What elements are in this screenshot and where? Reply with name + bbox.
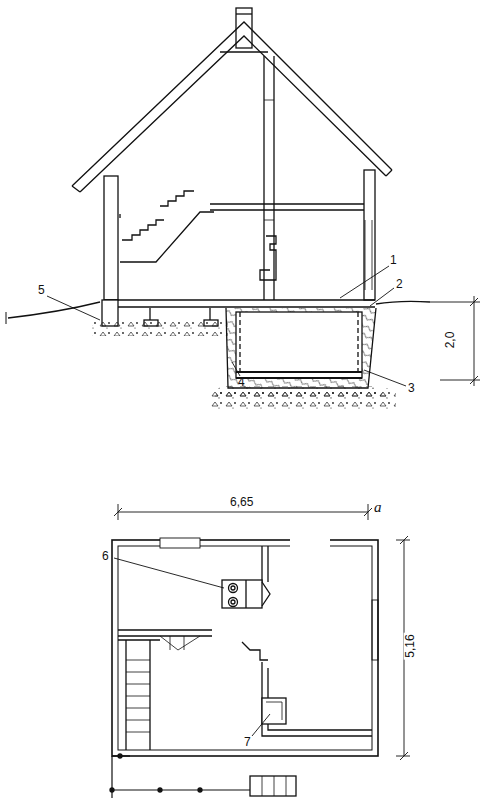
dimension-label: 6,65 <box>230 496 253 508</box>
dimension-label: 2,0 <box>444 330 456 351</box>
figure-letter: a <box>374 500 382 515</box>
callout-number: 6 <box>102 550 109 562</box>
callout-number: 2 <box>396 278 403 290</box>
dimension-label: 5,16 <box>404 632 416 659</box>
callout-number: 3 <box>408 382 415 394</box>
callout-number: 7 <box>244 736 251 748</box>
callout-number: 4 <box>238 376 245 388</box>
callout-number: 5 <box>38 284 45 296</box>
callout-number: 1 <box>390 254 397 266</box>
